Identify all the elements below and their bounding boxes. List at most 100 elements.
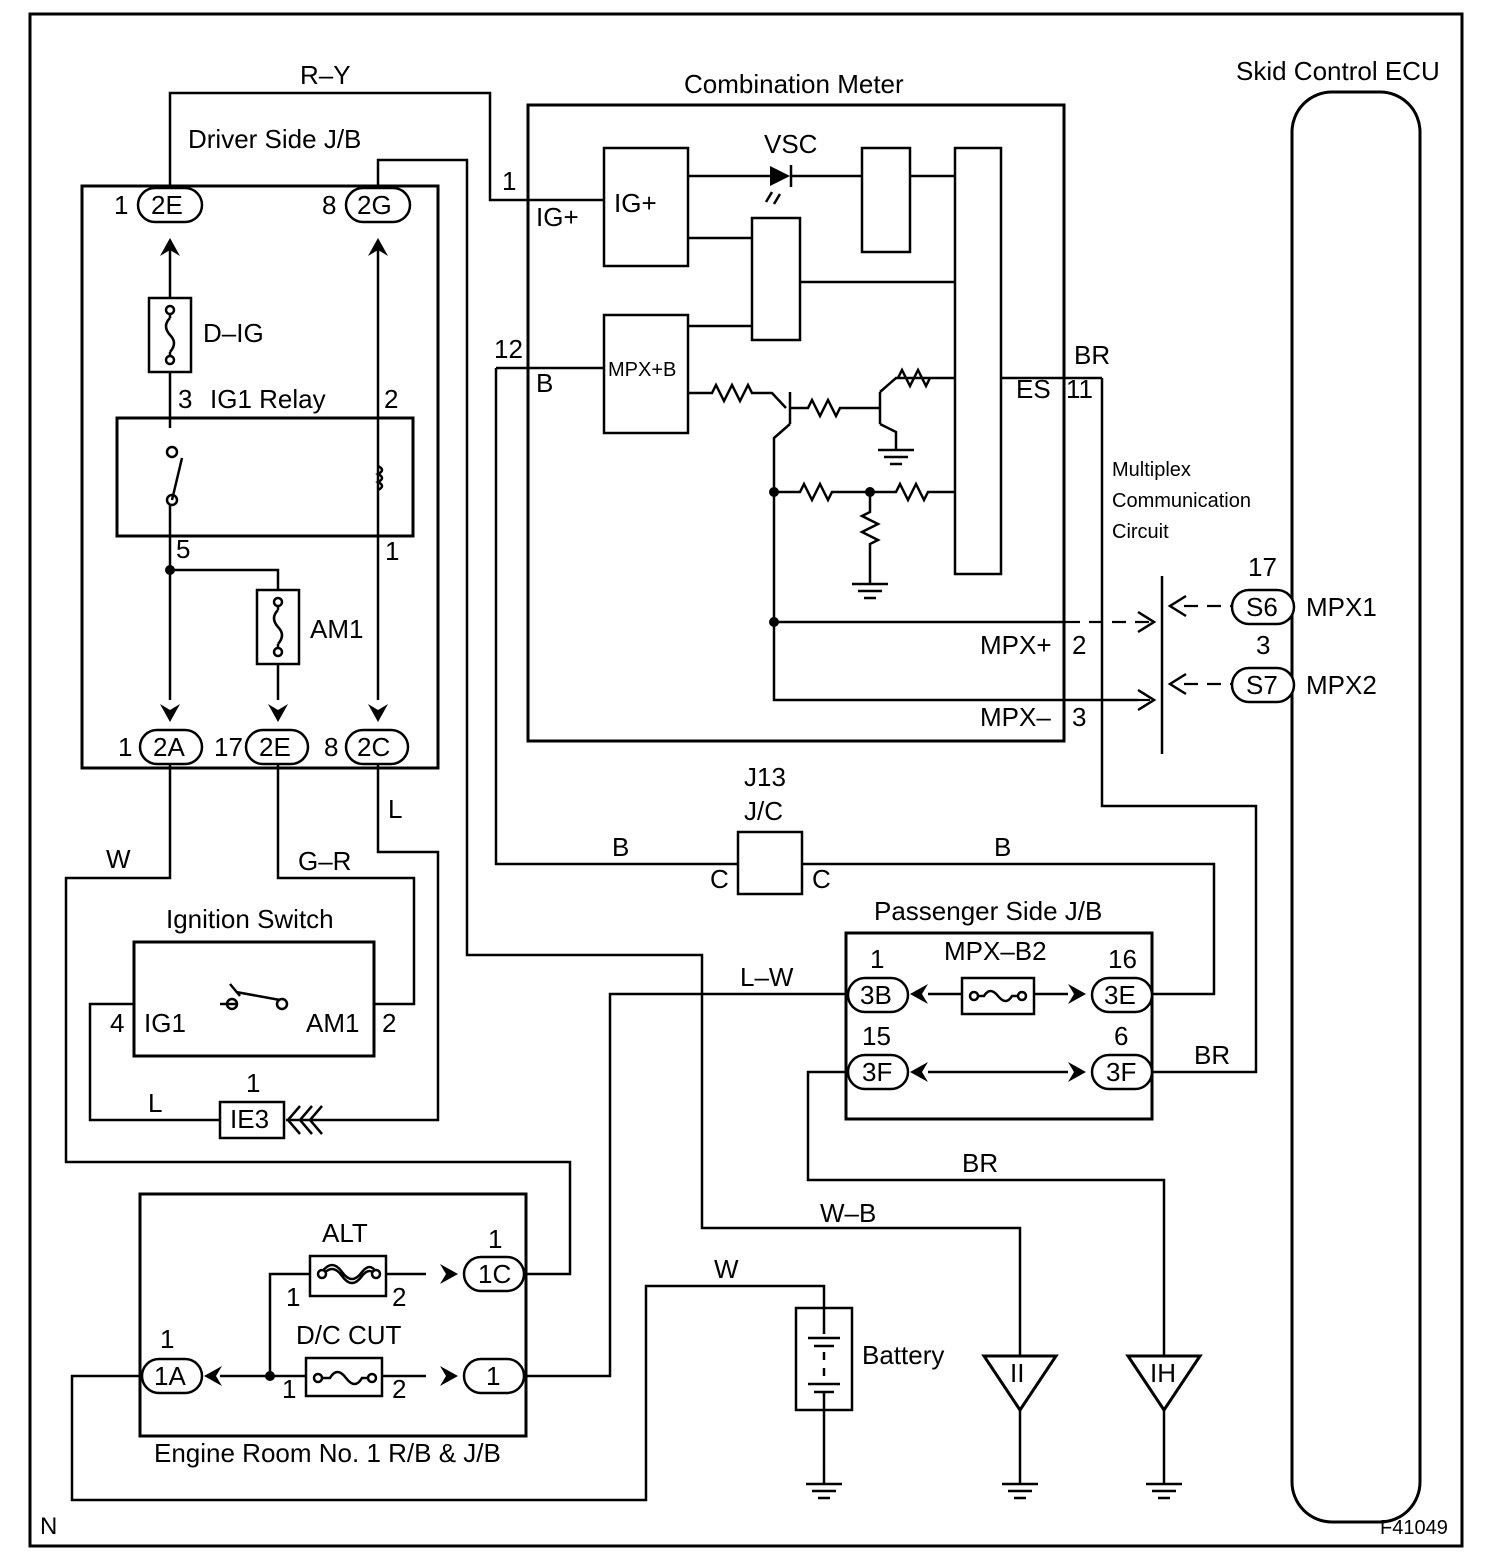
fuse-dc-cut-label: D/C CUT bbox=[296, 1320, 402, 1350]
wire-br-bottom-label: BR bbox=[962, 1148, 998, 1178]
arrow-left-icon bbox=[204, 1366, 222, 1386]
connector-2e-bottom-label: 2E bbox=[259, 732, 291, 762]
connector-1a-label: 1A bbox=[154, 1361, 186, 1391]
wire-b-right-label: B bbox=[994, 832, 1011, 862]
fuse-am1-label: AM1 bbox=[310, 614, 363, 644]
ignition-switch-label: Ignition Switch bbox=[166, 904, 334, 934]
pin-2g: 8 bbox=[322, 190, 336, 220]
pin-3b: 1 bbox=[870, 944, 884, 974]
connector-ie3-label: IE3 bbox=[230, 1104, 269, 1134]
pin-2a: 1 bbox=[118, 732, 132, 762]
meter-pin-mpx-plus: MPX+ bbox=[980, 630, 1052, 660]
ground-icon bbox=[1144, 1468, 1184, 1500]
ignition-switch-contact-icon bbox=[229, 983, 281, 1002]
meter-mpx-b-block bbox=[602, 313, 690, 435]
pin-relay-1: 1 bbox=[385, 536, 399, 566]
battery-label: Battery bbox=[862, 1340, 944, 1370]
meter-pin-b: B bbox=[536, 368, 553, 398]
ground-icon bbox=[804, 1468, 844, 1500]
wire-g-r bbox=[276, 764, 416, 1006]
pin-1a: 1 bbox=[160, 1324, 174, 1354]
skid-control-ecu-label: Skid Control ECU bbox=[1236, 56, 1440, 86]
connector-3e bbox=[1090, 976, 1154, 1014]
wire-l bbox=[286, 764, 440, 1122]
relay-switch-icon bbox=[170, 457, 184, 501]
battery: Battery bbox=[794, 1306, 944, 1500]
ignition-switch: Ignition Switch IG1 AM1 4 2 bbox=[110, 904, 396, 1058]
battery-icon bbox=[808, 1308, 840, 1410]
ground-point-ii: II bbox=[981, 1354, 1059, 1500]
connector-3b-label: 3B bbox=[860, 980, 892, 1010]
multiplex-label-3: Circuit bbox=[1112, 521, 1169, 543]
connector-2e-top-label: 2E bbox=[151, 190, 183, 220]
ecu-pin-3: 3 bbox=[1256, 630, 1270, 660]
connector-1c-label: 1C bbox=[478, 1259, 511, 1289]
ground-ih-label: IH bbox=[1150, 1358, 1176, 1388]
pin-alt-2: 2 bbox=[392, 1282, 406, 1312]
fuse-alt-label: ALT bbox=[322, 1218, 368, 1248]
pin-alt-1: 1 bbox=[286, 1282, 300, 1312]
arrow-left-icon bbox=[910, 1062, 928, 1082]
meter-pin-mpx-minus: MPX– bbox=[980, 702, 1051, 732]
fuse-mpx-b2-label: MPX–B2 bbox=[944, 936, 1047, 966]
connector-3f-right-label: 3F bbox=[1106, 1057, 1136, 1087]
engine-room-rb-jb: Engine Room No. 1 R/B & J/B ALT 1 2 1C 1… bbox=[138, 1192, 528, 1468]
driver-side-jb: Driver Side J/B 2E 1 2G 8 D–IG IG1 Relay… bbox=[80, 124, 440, 770]
meter-pin-2: 2 bbox=[1072, 630, 1086, 660]
wire-w-left-label: W bbox=[106, 844, 131, 874]
passenger-side-jb-label: Passenger Side J/B bbox=[874, 896, 1102, 926]
ground-icon bbox=[1000, 1468, 1040, 1500]
vsc-led-icon bbox=[770, 166, 790, 186]
wire-gr-label: G–R bbox=[298, 846, 351, 876]
meter-cpu-block bbox=[953, 146, 1003, 576]
ig1-relay bbox=[115, 416, 415, 538]
jc-label: J/C bbox=[744, 796, 783, 826]
double-arrow-icon bbox=[286, 1105, 323, 1135]
multiplex-label-1: Multiplex bbox=[1112, 459, 1191, 481]
wire-br-top-label: BR bbox=[1074, 340, 1110, 370]
wire-l-top-label: L bbox=[388, 794, 402, 824]
jc-id-label: J13 bbox=[744, 762, 786, 792]
pin-dc-1: 1 bbox=[282, 1374, 296, 1404]
combination-meter-label: Combination Meter bbox=[684, 69, 904, 99]
arrow-down-icon bbox=[160, 704, 180, 722]
connector-2a-label: 2A bbox=[153, 732, 185, 762]
meter-pin-12: 12 bbox=[494, 334, 523, 364]
engine-room-label: Engine Room No. 1 R/B & J/B bbox=[154, 1438, 501, 1468]
wire-w-battery bbox=[70, 1284, 826, 1502]
connector-3e-label: 3E bbox=[1104, 980, 1136, 1010]
connector-3f-left-label: 3F bbox=[862, 1057, 892, 1087]
pin-relay-5: 5 bbox=[176, 534, 190, 564]
ecu-mpx2: MPX2 bbox=[1306, 670, 1377, 700]
vsc-label: VSC bbox=[764, 129, 817, 159]
ground-ii-label: II bbox=[1010, 1358, 1024, 1388]
meter-ig-block-label: IG+ bbox=[614, 188, 657, 218]
wire-2g-to-wb bbox=[376, 158, 1022, 1356]
meter-pin-1: 1 bbox=[502, 166, 516, 196]
jc-pin-right: C bbox=[812, 864, 831, 894]
arrow-down-icon bbox=[268, 704, 288, 722]
wire-b-left-label: B bbox=[612, 832, 629, 862]
wire-br-mid-label: BR bbox=[1194, 1040, 1230, 1070]
pin-ie3: 1 bbox=[246, 1068, 260, 1098]
arrow-right-icon bbox=[440, 1264, 458, 1284]
ig1-relay-label: IG1 Relay bbox=[210, 384, 326, 414]
relay-coil-icon bbox=[375, 464, 384, 492]
arrow-right-icon bbox=[1068, 1062, 1086, 1082]
led-rays-icon bbox=[764, 191, 782, 205]
ig-pin-ig1-label: IG1 bbox=[144, 1008, 186, 1038]
pin-1c: 1 bbox=[488, 1224, 502, 1254]
connector-s7 bbox=[1230, 666, 1296, 704]
junction-connector-j13: J13 J/C C C B B bbox=[494, 368, 1216, 996]
wire-br-ih bbox=[806, 1070, 1166, 1356]
driver-side-jb-label: Driver Side J/B bbox=[188, 124, 361, 154]
pin-2e-bottom: 17 bbox=[214, 732, 243, 762]
ig-pin-am1-label: AM1 bbox=[306, 1008, 359, 1038]
corner-label-n: N bbox=[40, 1513, 57, 1540]
figure-code: F41049 bbox=[1380, 1517, 1448, 1539]
connector-1c bbox=[462, 1255, 526, 1293]
wire-l-ie3 bbox=[88, 1002, 220, 1122]
fuse-d-ig-label: D–IG bbox=[203, 318, 264, 348]
wire-l-bottom-label: L bbox=[148, 1088, 162, 1118]
